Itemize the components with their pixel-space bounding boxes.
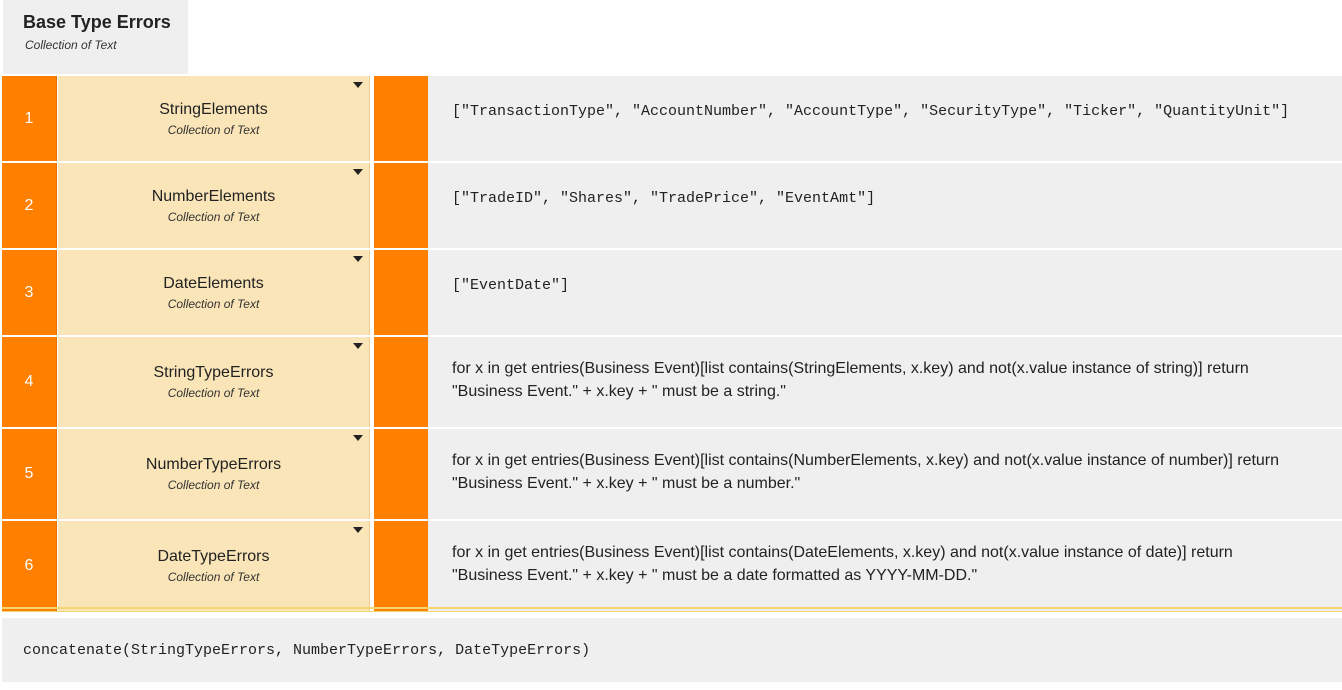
context-entry-row: 5 NumberTypeErrors Collection of Text fo…	[0, 429, 1342, 519]
row-hit-cell[interactable]	[374, 429, 428, 519]
context-title: Base Type Errors	[23, 12, 171, 32]
row-number[interactable]: 5	[2, 429, 57, 519]
context-entries: 1 StringElements Collection of Text ["Tr…	[0, 74, 1342, 611]
cell-divider	[370, 250, 374, 335]
entry-type: Collection of Text	[167, 122, 260, 137]
expression-line: for x in get entries(Business Event)[lis…	[452, 544, 1233, 561]
entry-expression[interactable]: for x in get entries(Business Event)[lis…	[428, 337, 1342, 427]
entry-type: Collection of Text	[167, 209, 260, 224]
row-hit-cell[interactable]	[374, 337, 428, 427]
entry-name: StringElements	[159, 100, 268, 118]
row-number[interactable]: 6	[2, 521, 57, 611]
context-entry-row: 6 DateTypeErrors Collection of Text for …	[0, 521, 1342, 611]
context-entry-row: 2 NumberElements Collection of Text ["Tr…	[0, 163, 1342, 248]
cell-divider	[370, 429, 374, 519]
entry-type: Collection of Text	[167, 570, 260, 584]
chevron-down-icon[interactable]	[353, 82, 363, 88]
expression-line: "Business Event." + x.key + " must be a …	[452, 567, 978, 584]
entry-name: NumberElements	[151, 187, 276, 205]
entry-name-cell[interactable]: NumberElements Collection of Text	[58, 163, 370, 248]
entry-type: Collection of Text	[167, 386, 260, 400]
entry-type: Collection of Text	[167, 478, 260, 492]
entry-name-cell[interactable]: StringTypeErrors Collection of Text	[58, 337, 370, 427]
chevron-down-icon[interactable]	[353, 435, 363, 441]
entry-expression[interactable]: ["EventDate"]	[428, 250, 1342, 335]
row-number[interactable]: 1	[2, 76, 57, 161]
entry-name-cell[interactable]: DateElements Collection of Text	[58, 250, 370, 335]
entry-expression[interactable]: ["TransactionType", "AccountNumber", "Ac…	[428, 76, 1342, 161]
expression-line: "Business Event." + x.key + " must be a …	[452, 383, 786, 400]
expression-line: ["EventDate"]	[452, 277, 570, 294]
row-number[interactable]: 2	[2, 163, 57, 248]
row-hit-cell[interactable]	[374, 163, 428, 248]
cell-divider	[370, 163, 374, 248]
context-entry-row: 3 DateElements Collection of Text ["Even…	[0, 250, 1342, 335]
entry-expression[interactable]: for x in get entries(Business Event)[lis…	[428, 521, 1342, 611]
chevron-down-icon[interactable]	[353, 343, 363, 349]
row-hit-cell[interactable]	[374, 521, 428, 611]
row-hit-cell[interactable]	[374, 76, 428, 161]
cell-divider	[370, 76, 374, 161]
chevron-down-icon[interactable]	[353, 527, 363, 533]
entry-expression[interactable]: ["TradeID", "Shares", "TradePrice", "Eve…	[428, 163, 1342, 248]
context-type: Collection of Text	[25, 38, 117, 52]
context-entry-row: 4 StringTypeErrors Collection of Text fo…	[0, 337, 1342, 427]
row-number[interactable]: 4	[2, 337, 57, 427]
expression-line: for x in get entries(Business Event)[lis…	[452, 452, 1280, 469]
expression-line: "Business Event." + x.key + " must be a …	[452, 475, 801, 492]
entry-name-cell[interactable]: NumberTypeErrors Collection of Text	[58, 429, 370, 519]
expression-line: ["TradeID", "Shares", "TradePrice", "Eve…	[452, 190, 876, 207]
entry-name: DateTypeErrors	[157, 548, 270, 565]
expression-line: for x in get entries(Business Event)[lis…	[452, 360, 1249, 377]
entry-type: Collection of Text	[167, 296, 260, 311]
entry-name: StringTypeErrors	[153, 364, 274, 381]
result-separator	[2, 611, 1342, 612]
entry-name: NumberTypeErrors	[145, 456, 282, 473]
entry-name-cell[interactable]: StringElements Collection of Text	[58, 76, 370, 161]
context-header: Base Type Errors Collection of Text	[3, 0, 188, 74]
chevron-down-icon[interactable]	[353, 256, 363, 262]
cell-divider	[370, 521, 374, 611]
entry-expression[interactable]: for x in get entries(Business Event)[lis…	[428, 429, 1342, 519]
expression-line: ["TransactionType", "AccountNumber", "Ac…	[452, 103, 1290, 120]
row-hit-cell[interactable]	[374, 250, 428, 335]
entry-name: DateElements	[163, 274, 264, 292]
context-entry-row: 1 StringElements Collection of Text ["Tr…	[0, 76, 1342, 161]
chevron-down-icon[interactable]	[353, 169, 363, 175]
row-number[interactable]: 3	[2, 250, 57, 335]
cell-divider	[370, 337, 374, 427]
result-separator	[2, 607, 1342, 609]
result-expression[interactable]: concatenate(StringTypeErrors, NumberType…	[2, 618, 1342, 682]
entry-name-cell[interactable]: DateTypeErrors Collection of Text	[58, 521, 370, 611]
